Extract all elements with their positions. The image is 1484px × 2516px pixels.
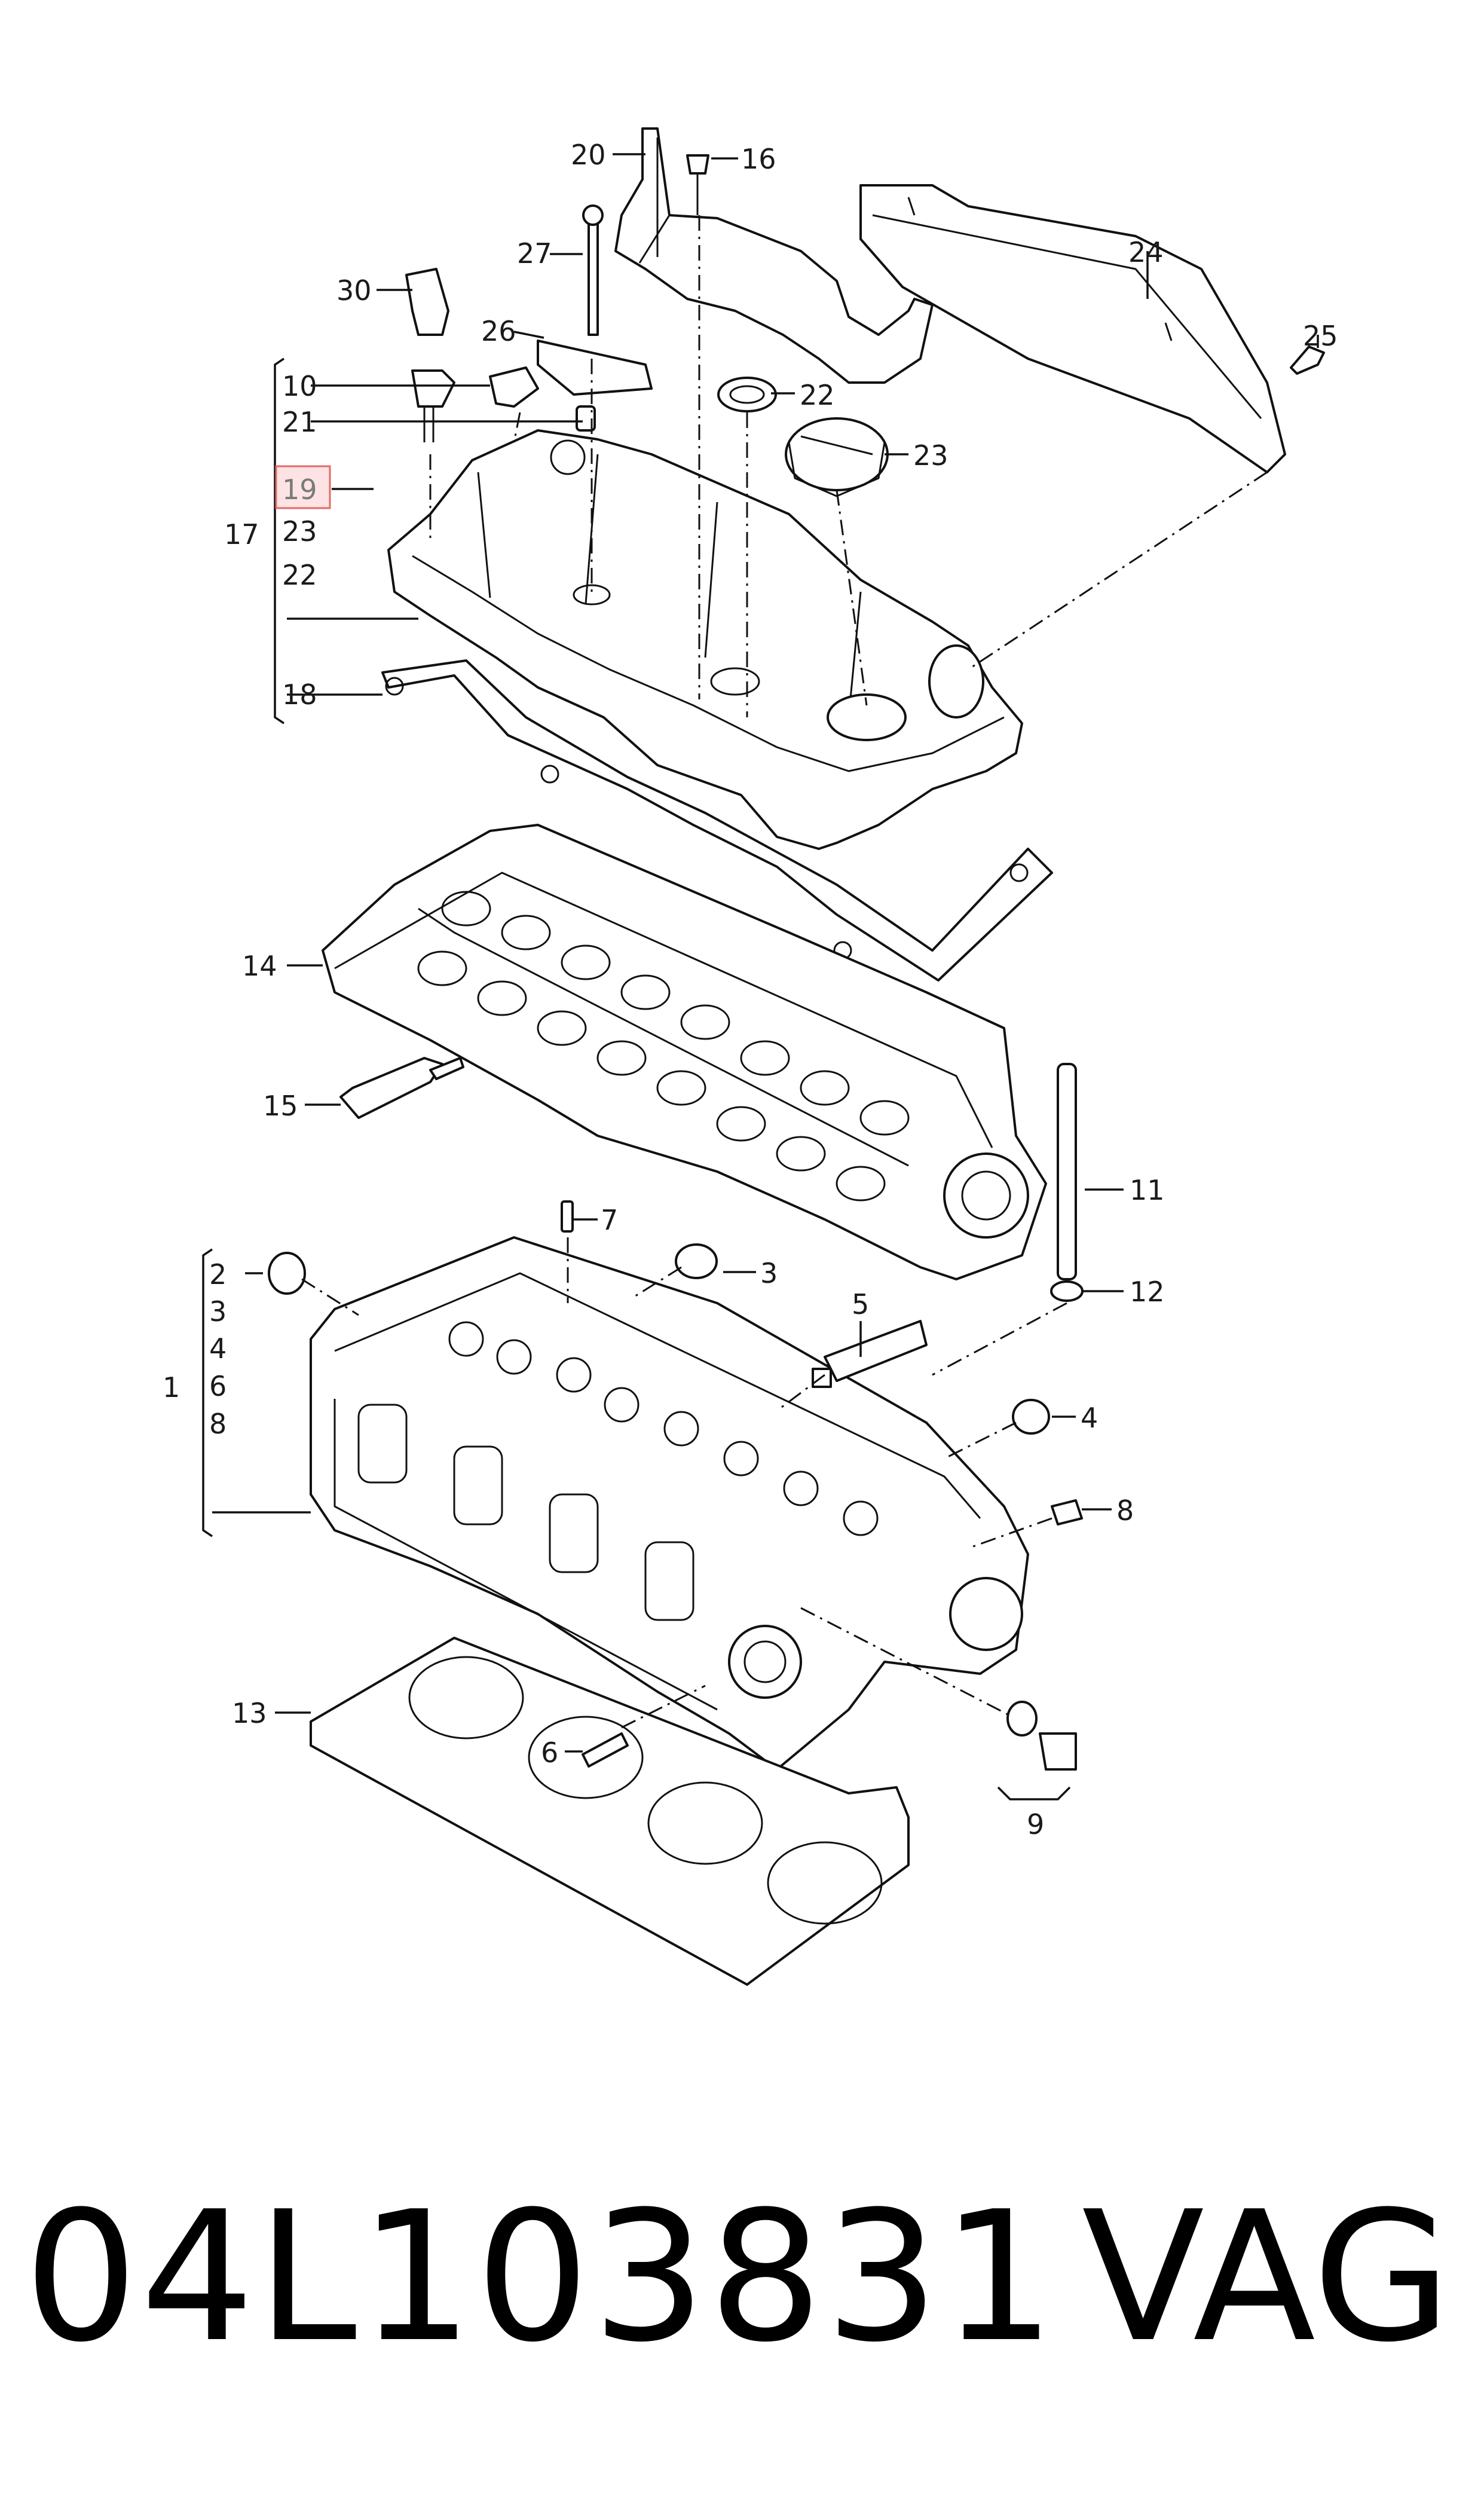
callout-16: 16: [741, 143, 776, 175]
callout-18: 18: [282, 678, 317, 711]
leader-lines: [212, 153, 1319, 1753]
callout-1: 1: [163, 1371, 180, 1404]
callout-13: 13: [232, 1697, 267, 1729]
bracket-lines: [202, 357, 1071, 1800]
callout-27: 27: [517, 237, 552, 270]
callout-25: 25: [1303, 320, 1338, 352]
callout-2: 2: [209, 1258, 227, 1291]
seal-ring-22: [717, 377, 777, 412]
brand-name: VAG: [1082, 2173, 1452, 2382]
camshaft-housing-14: [322, 824, 1047, 1280]
heat-shield-24: [859, 184, 1286, 473]
cylinder-head-1: [310, 1236, 1029, 1771]
callout-21: 21: [282, 406, 317, 438]
callout-22-group: 22: [282, 559, 317, 591]
callout-9: 9: [1027, 1808, 1044, 1841]
callout-19: 19: [282, 473, 317, 506]
callout-15: 15: [263, 1090, 298, 1122]
callout-10: 10: [282, 370, 317, 402]
highlight-box: [275, 465, 331, 509]
small-parts-head: [268, 1063, 1084, 1771]
callout-22-top: 22: [800, 379, 835, 411]
sealant-tube-15: [339, 1057, 464, 1119]
head-gasket-13: [310, 1637, 910, 1986]
callout-14: 14: [242, 950, 277, 982]
callout-8-group: 8: [209, 1408, 227, 1440]
bracket-20: [614, 127, 934, 384]
oil-cap-23: [785, 417, 889, 497]
callout-12: 12: [1130, 1276, 1165, 1308]
small-parts-top: [405, 154, 1325, 442]
cam-cover-housing: [387, 429, 1023, 850]
callout-7: 7: [601, 1204, 618, 1236]
callout-26: 26: [481, 315, 516, 347]
callout-11: 11: [1130, 1174, 1165, 1206]
callout-3: 3: [760, 1257, 778, 1289]
callout-4-group: 4: [209, 1332, 227, 1365]
callout-4: 4: [1081, 1402, 1098, 1434]
callout-20: 20: [571, 139, 606, 171]
callout-6-group: 6: [209, 1370, 227, 1402]
callout-3-group: 3: [209, 1295, 227, 1328]
callout-30: 30: [336, 274, 372, 307]
callout-8: 8: [1116, 1494, 1134, 1527]
callout-23-top: 23: [913, 439, 948, 472]
callout-6: 6: [541, 1737, 558, 1769]
gasket-18: [381, 659, 1053, 982]
assembly-lines: [301, 215, 1268, 1729]
callout-17: 17: [224, 518, 259, 551]
callout-5: 5: [852, 1288, 869, 1320]
callout-24: 24: [1128, 236, 1164, 268]
callout-23-group: 23: [282, 515, 317, 548]
part-number: 04L103831: [24, 2173, 1058, 2382]
